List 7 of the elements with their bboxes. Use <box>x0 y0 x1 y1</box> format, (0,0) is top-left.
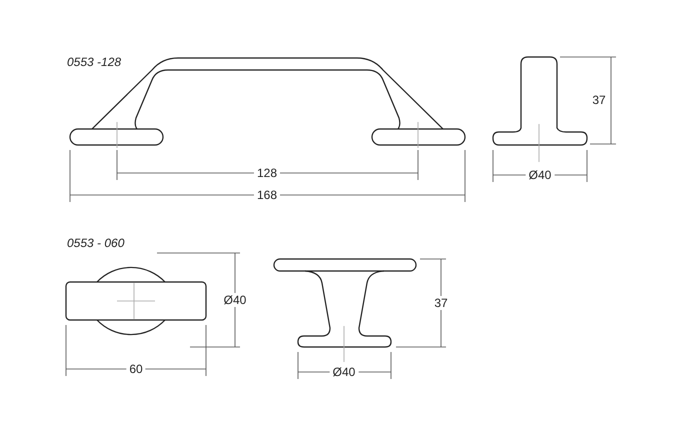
part-number: 0553 -128 <box>67 55 122 69</box>
dimension-value: Ø40 <box>526 168 554 182</box>
part-number: 0553 - 060 <box>67 236 124 250</box>
dimension-value: Ø40 <box>330 365 358 379</box>
dimension-value: 60 <box>126 362 146 376</box>
dimension-value: 128 <box>254 166 280 180</box>
dimension-value: 168 <box>254 188 280 202</box>
